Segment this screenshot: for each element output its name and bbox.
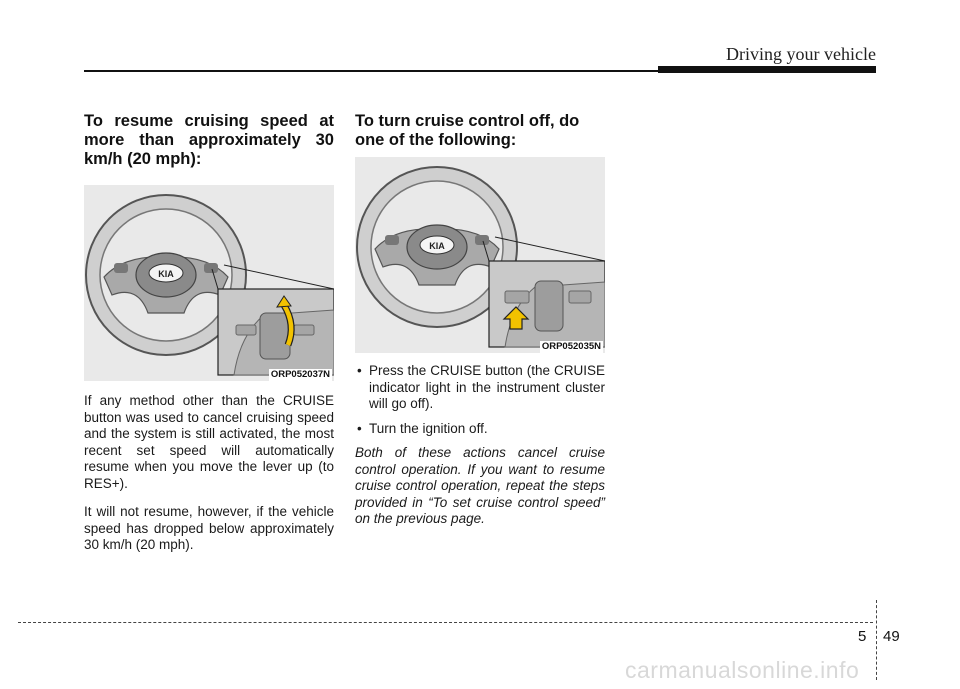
header-rule-accent — [658, 66, 876, 73]
figure-code: ORP052037N — [268, 369, 332, 381]
steering-wheel-figure-resume: KIA ORP052037N — [84, 185, 334, 381]
watermark: carmanualsonline.info — [625, 657, 860, 683]
header-rule — [84, 70, 664, 72]
section-title: Driving your vehicle — [726, 44, 876, 64]
bullet: • — [357, 363, 362, 378]
cruise-off-heading: To turn cruise control off, do one of th… — [355, 112, 580, 149]
steering-wheel-off-illustration: KIA — [356, 166, 605, 348]
right-column: To turn cruise control off, do one of th… — [355, 112, 605, 528]
svg-text:KIA: KIA — [429, 241, 445, 251]
cruise-off-list: •Press the CRUISE button (the CRUISE ind… — [355, 363, 605, 437]
svg-text:KIA: KIA — [158, 269, 174, 279]
left-column: To resume cruising speed at more than ap… — [84, 112, 334, 554]
list-item: •Turn the ignition off. — [357, 420, 488, 436]
figure-code: ORP052035N — [539, 341, 603, 353]
steering-wheel-resume-illustration: KIA — [85, 194, 334, 376]
resume-speed-heading: To resume cruising speed at more than ap… — [84, 112, 334, 168]
page-number: 49 — [883, 628, 900, 645]
bullet: • — [357, 420, 362, 436]
footer-rule — [18, 622, 873, 623]
steering-wheel-figure-off: KIA ORP052035N — [355, 157, 605, 353]
resume-paragraph-1: If any method other than the CRUISE butt… — [84, 393, 334, 491]
list-item: •Press the CRUISE button (the CRUISE ind… — [357, 363, 605, 411]
footer-divider — [876, 600, 877, 680]
chapter-number: 5 — [858, 628, 867, 645]
resume-paragraph-2: It will not resume, however, if the vehi… — [84, 504, 334, 552]
cruise-off-note: Both of these actions cancel cruise cont… — [355, 445, 605, 526]
